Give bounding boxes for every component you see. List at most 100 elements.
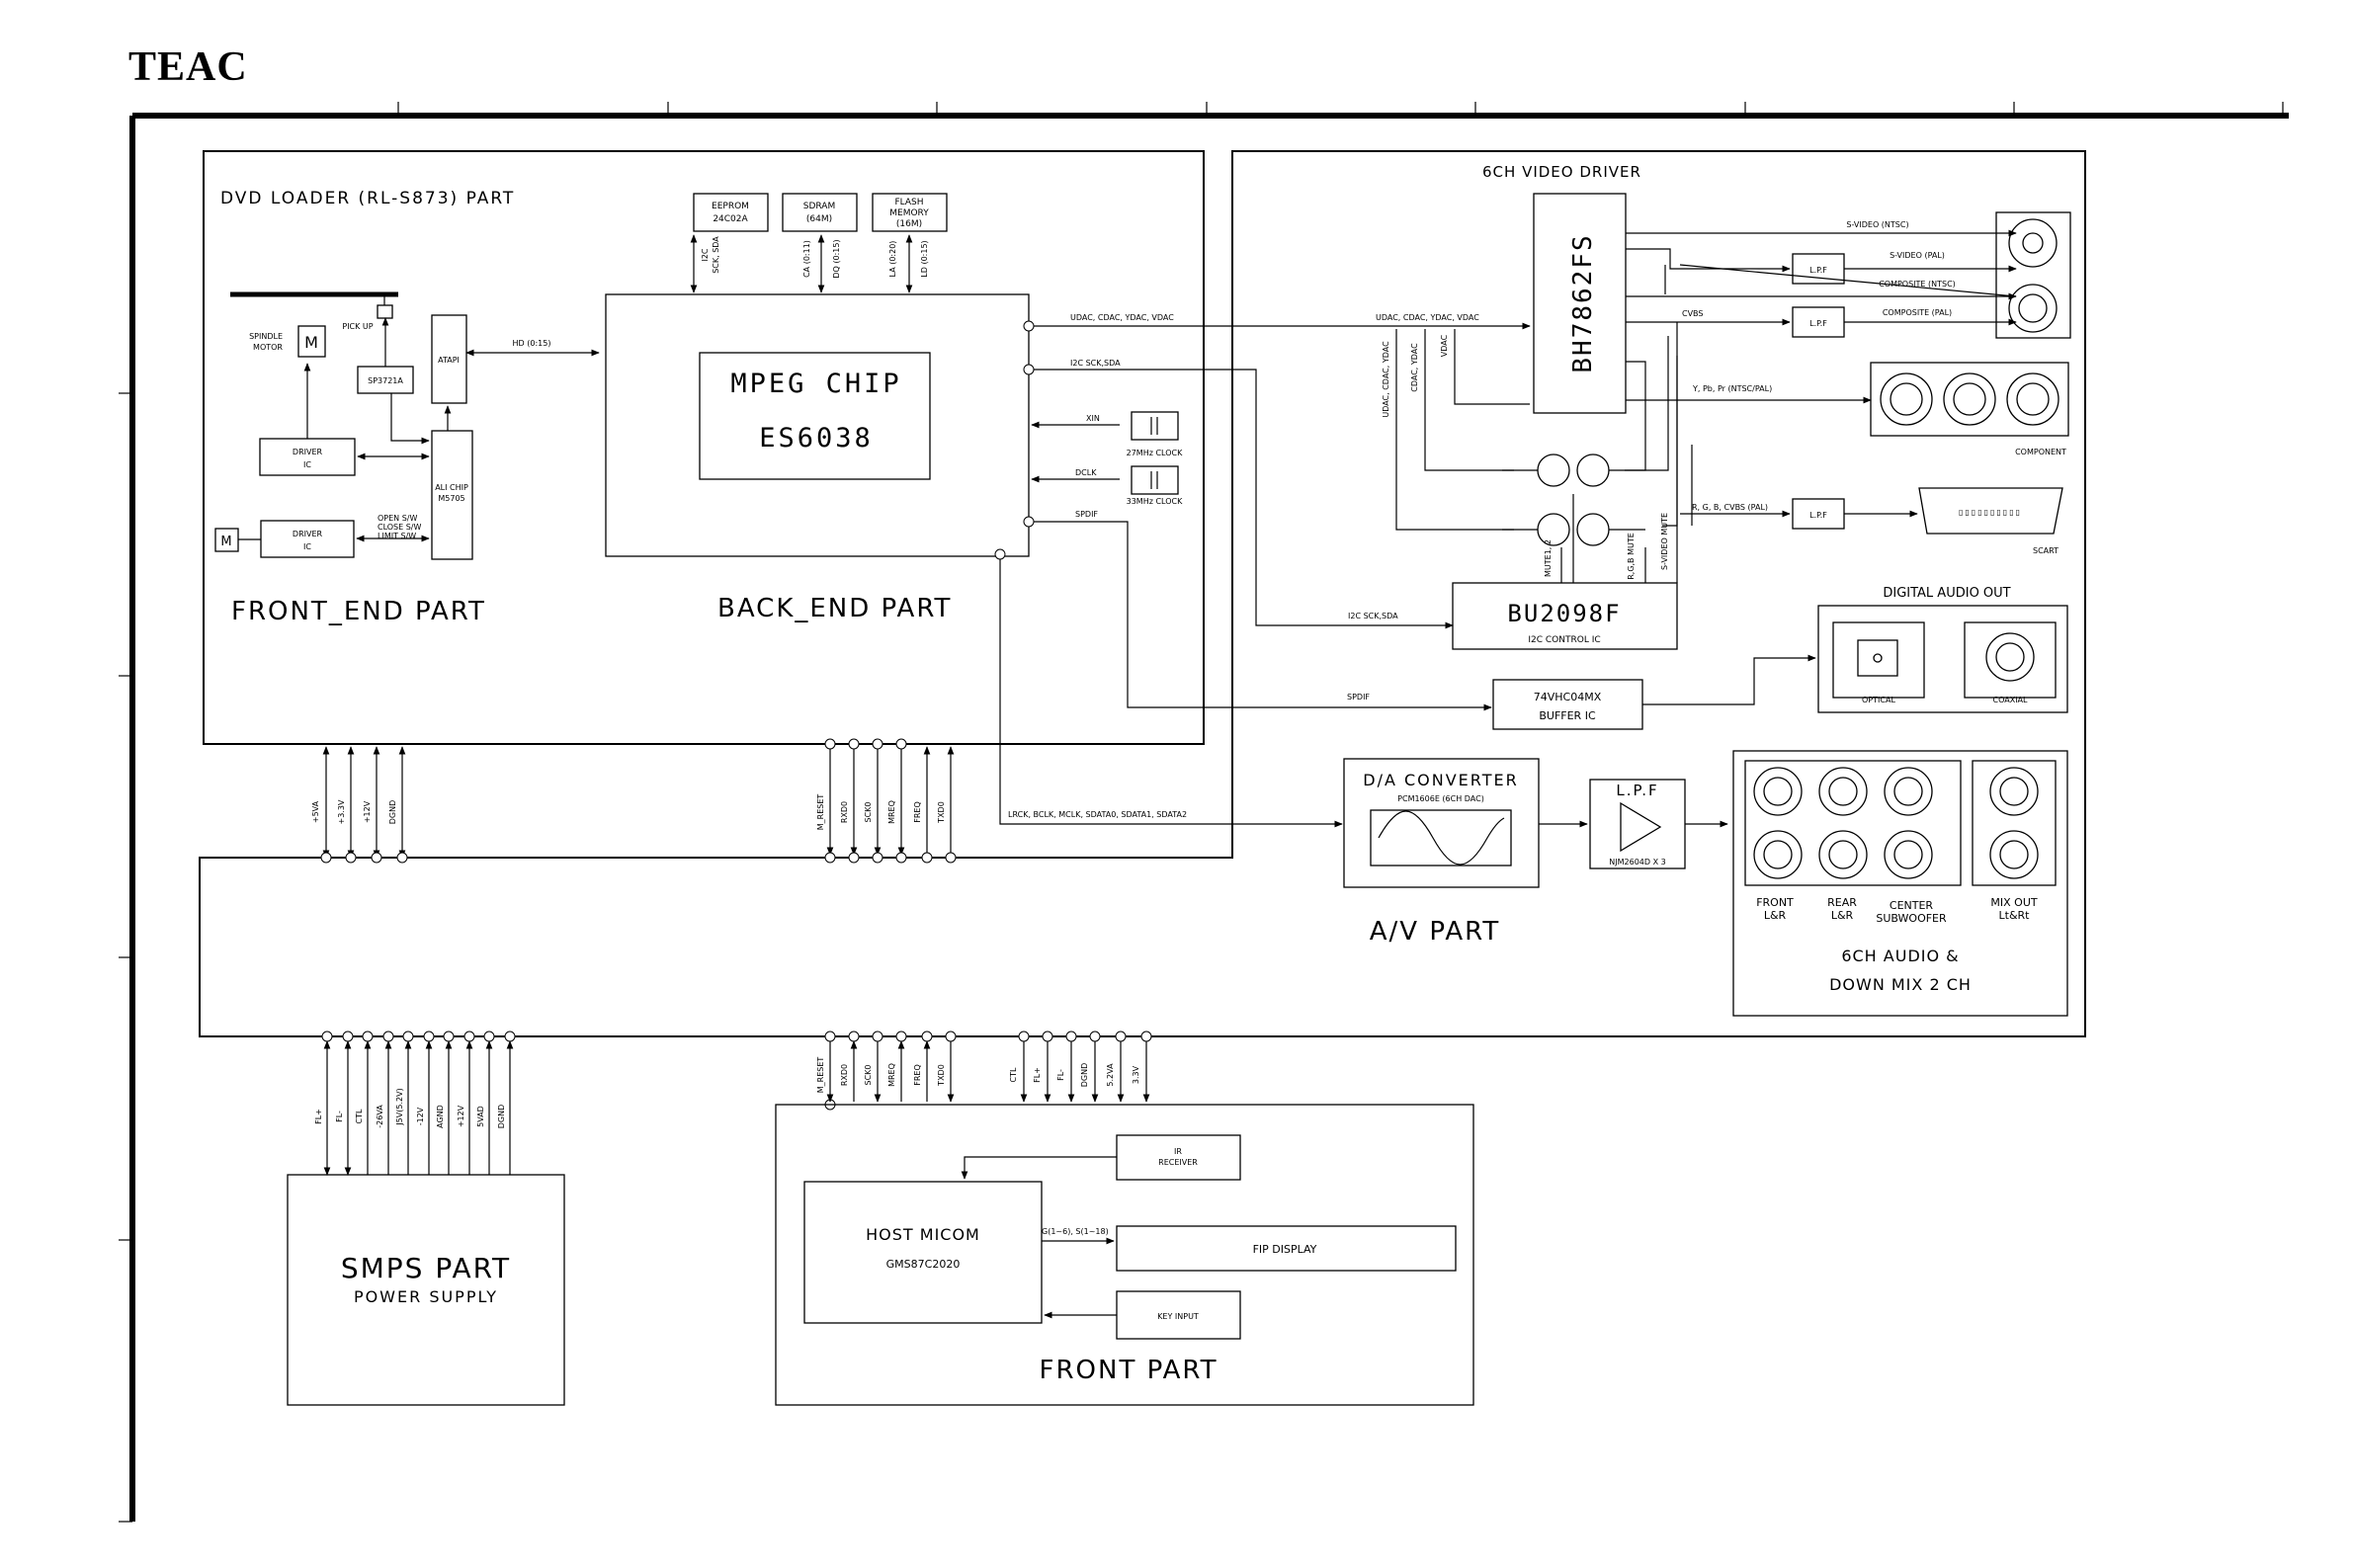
svg-text:SDRAM: SDRAM [803, 202, 835, 211]
svg-text:BU2098F: BU2098F [1507, 600, 1621, 627]
svg-text:+3.3V: +3.3V [337, 799, 346, 824]
svg-text:5.2VA: 5.2VA [1106, 1063, 1115, 1087]
svg-text:RXD0: RXD0 [840, 1064, 849, 1086]
svg-text:33MHz CLOCK: 33MHz CLOCK [1127, 497, 1183, 506]
svg-text:CLOSE S/W: CLOSE S/W [378, 523, 422, 532]
svg-text:FREQ: FREQ [913, 801, 922, 823]
svg-text:L&R: L&R [1831, 909, 1854, 922]
svg-text:SCK0: SCK0 [864, 802, 873, 823]
svg-text:L&R: L&R [1764, 909, 1787, 922]
svg-text:SUBWOOFER: SUBWOOFER [1876, 912, 1947, 925]
svg-text:AGND: AGND [436, 1105, 445, 1128]
mpeg-outputs: UDAC, CDAC, YDAC, VDAC I2C SCK,SDA XIN 2… [994, 313, 1531, 828]
svg-text:COMPONENT: COMPONENT [2015, 448, 2066, 456]
svg-text:I2C SCK,SDA: I2C SCK,SDA [1070, 359, 1121, 368]
svg-text:LD (0:15): LD (0:15) [920, 240, 929, 277]
svg-text:IC: IC [303, 460, 311, 469]
svg-text:REAR: REAR [1827, 896, 1857, 909]
svg-text:NJM2604D X 3: NJM2604D X 3 [1609, 858, 1665, 867]
flash-memory-chip: FLASH MEMORY (16M) [872, 193, 948, 232]
svg-text:S-VIDEO MUTE: S-VIDEO MUTE [1660, 513, 1669, 570]
svg-text:DOWN MIX 2 CH: DOWN MIX 2 CH [1829, 975, 1972, 994]
svg-text:Lt&Rt: Lt&Rt [1999, 909, 2031, 922]
svg-text:L.P.F: L.P.F [1809, 319, 1827, 328]
svg-text:PICK UP: PICK UP [342, 322, 373, 331]
svg-text:DGND: DGND [388, 800, 397, 825]
svg-text:COAXIAL: COAXIAL [1993, 696, 2029, 704]
svg-text:L.P.F: L.P.F [1616, 782, 1658, 799]
svg-text:I2C CONTROL IC: I2C CONTROL IC [1528, 635, 1600, 645]
svg-text:RXD0: RXD0 [840, 801, 849, 823]
brand-logo: TEAC [128, 44, 248, 90]
front-part: HOST MICOM GMS87C2020 IR RECEIVER FIP DI… [775, 1104, 1474, 1406]
svg-text:IC: IC [303, 542, 311, 551]
front-end-title: FRONT_END PART [231, 597, 486, 626]
svg-text:ATAPI: ATAPI [438, 356, 460, 365]
svg-text:FRONT PART: FRONT PART [1040, 1356, 1219, 1385]
svg-text:PCM1606E (6CH DAC): PCM1606E (6CH DAC) [1397, 794, 1484, 803]
av-part: D/A CONVERTER PCM1606E (6CH DAC) L.P.F N… [1343, 750, 2068, 1017]
svg-text:-12V: -12V [416, 1107, 425, 1125]
svg-text:XIN: XIN [1086, 414, 1100, 423]
svg-text:J5V(5.2V): J5V(5.2V) [395, 1088, 404, 1125]
svg-text:DQ (0:15): DQ (0:15) [832, 239, 841, 278]
svg-text:CDAC, YDAC: CDAC, YDAC [1410, 343, 1419, 392]
svg-text:MUTE1, 2: MUTE1, 2 [1544, 539, 1553, 577]
svg-text:TXD0: TXD0 [937, 1064, 946, 1087]
svg-text:EEPROM: EEPROM [712, 202, 749, 211]
svg-text:DIGITAL AUDIO OUT: DIGITAL AUDIO OUT [1883, 586, 2010, 601]
svg-text:6CH AUDIO &: 6CH AUDIO & [1841, 947, 1959, 965]
svg-text:FL-: FL- [335, 1111, 344, 1122]
svg-text:Y, Pb, Pr (NTSC/PAL): Y, Pb, Pr (NTSC/PAL) [1692, 384, 1772, 393]
sdram-chip: SDRAM (64M) [782, 193, 858, 232]
svg-text:DRIVER: DRIVER [293, 530, 323, 538]
svg-text:R, G, B, CVBS (PAL): R, G, B, CVBS (PAL) [1692, 503, 1768, 512]
svg-text:FRONT: FRONT [1756, 896, 1794, 909]
svg-text:M_RESET: M_RESET [816, 1057, 825, 1094]
video-driver-section: 6CH VIDEO DRIVER BH7862FS UDAC, CDAC, YD… [1347, 163, 2071, 730]
svg-text:I2C: I2C [701, 248, 710, 261]
svg-text:(16M): (16M) [896, 219, 922, 229]
svg-text:VDAC: VDAC [1440, 334, 1449, 357]
svg-text:CTL: CTL [1009, 1067, 1018, 1082]
svg-text:+5VA: +5VA [311, 800, 320, 823]
svg-text:IR: IR [1174, 1147, 1182, 1156]
svg-text:MREQ: MREQ [887, 1063, 896, 1087]
svg-text:CA (0:11): CA (0:11) [802, 240, 811, 278]
svg-text:LIMIT S/W: LIMIT S/W [378, 532, 416, 540]
svg-text:MPEG CHIP: MPEG CHIP [730, 369, 901, 399]
front-connectors: M_RESET RXD0 SCK0 MREQ FREQ TXD0 CTL FL+… [816, 1031, 1152, 1111]
svg-text:FREQ: FREQ [913, 1064, 922, 1086]
svg-text:+12V: +12V [363, 800, 372, 823]
svg-text:G(1~6), S(1~18): G(1~6), S(1~18) [1042, 1227, 1109, 1236]
svg-text:M: M [304, 333, 318, 352]
svg-text:M: M [220, 535, 231, 549]
svg-text:LA (0:20): LA (0:20) [888, 241, 897, 278]
svg-text:D/A CONVERTER: D/A CONVERTER [1363, 771, 1518, 789]
svg-text:KEY INPUT: KEY INPUT [1157, 1312, 1199, 1321]
dvd-loader-part: DVD LOADER (RL-S873) PART FRONT_END PART… [203, 150, 1205, 745]
svg-text:UDAC, CDAC, YDAC: UDAC, CDAC, YDAC [1382, 341, 1390, 418]
svg-text:DRIVER: DRIVER [293, 448, 323, 456]
svg-text:SPDIF: SPDIF [1075, 510, 1098, 519]
svg-text:BH7862FS: BH7862FS [1568, 233, 1598, 372]
dvd-loader-title: DVD LOADER (RL-S873) PART [220, 189, 515, 208]
svg-text:OPEN S/W: OPEN S/W [378, 514, 417, 523]
svg-text:▯▯▯▯▯▯▯▯▯▯: ▯▯▯▯▯▯▯▯▯▯ [1959, 508, 2022, 517]
svg-text:RECEIVER: RECEIVER [1158, 1158, 1198, 1167]
svg-text:SCK0: SCK0 [864, 1065, 873, 1086]
svg-text:ES6038: ES6038 [759, 423, 874, 454]
svg-text:CENTER: CENTER [1890, 899, 1934, 912]
svg-text:S-VIDEO (PAL): S-VIDEO (PAL) [1890, 251, 1945, 260]
svg-text:(64M): (64M) [806, 214, 832, 224]
svg-text:FIP DISPLAY: FIP DISPLAY [1253, 1243, 1317, 1256]
svg-text:L.P.F: L.P.F [1809, 266, 1827, 275]
svg-text:FL+: FL+ [314, 1109, 323, 1124]
svg-text:OPTICAL: OPTICAL [1862, 696, 1895, 704]
svg-text:SPINDLE: SPINDLE [249, 332, 283, 341]
back-end-title: BACK_END PART [717, 594, 952, 623]
svg-text:MOTOR: MOTOR [253, 343, 283, 352]
smps-part: SMPS PART POWER SUPPLY [287, 1174, 565, 1406]
svg-text:LRCK, BCLK, MCLK, SDATA0, SDAT: LRCK, BCLK, MCLK, SDATA0, SDATA1, SDATA2 [1008, 810, 1187, 819]
svg-text:74VHC04MX: 74VHC04MX [1534, 691, 1602, 703]
